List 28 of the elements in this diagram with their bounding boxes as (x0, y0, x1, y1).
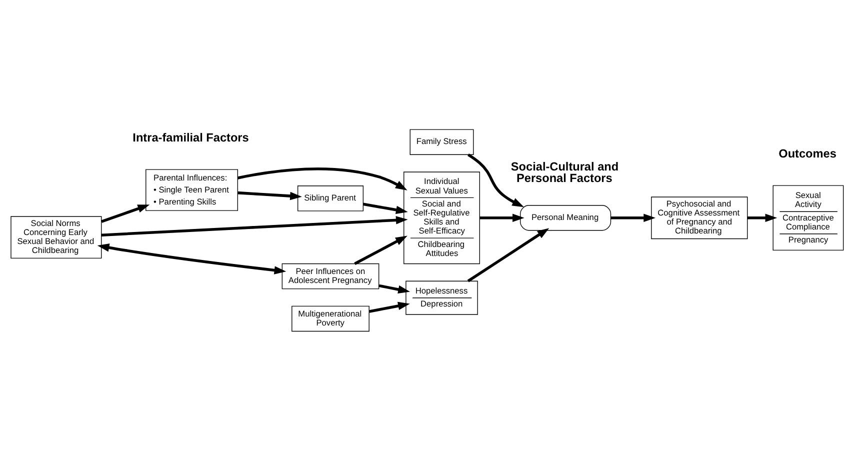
label: Intra-familial Factors (132, 130, 249, 144)
arrow (237, 166, 408, 190)
label: Outcomes (778, 146, 836, 160)
node-box: Parental Influences: • Single Teen Parent • Parenting Skills (146, 168, 238, 210)
node-box: Social Norms Concerning Early Sexual Behavior and Childbearing (10, 216, 102, 258)
arrow (378, 284, 410, 294)
arrow (748, 213, 778, 222)
arrow (369, 301, 410, 312)
node-box: Personal Meaning (520, 204, 612, 230)
node-box: Family Stress (410, 128, 474, 154)
arrow (97, 243, 286, 274)
node-box: Sexual Activity Contraceptive Compliance Pregnancy (772, 184, 844, 250)
arrow (610, 213, 656, 222)
arrow (354, 235, 408, 264)
arrow (101, 204, 150, 222)
arrow (467, 152, 524, 207)
arrow (101, 216, 408, 236)
arrow (467, 228, 550, 282)
node-box: Multigenerational Poverty (292, 305, 370, 332)
node-box: Individual Sexual Values Social and Self-Regulative Skills and Self-Efficacy Childbearing Attitudes (404, 171, 480, 264)
node-box: Hopelessness Depression (406, 280, 478, 314)
node-box: Sibling Parent (297, 185, 364, 211)
label: Social-Cultural and Personal Factors (510, 158, 619, 185)
node-box: Peer Influences on Adolescent Pregnancy (282, 262, 380, 289)
arrow (480, 213, 524, 222)
node-box: Psychosocial and Cognitive Assessment of Pregnancy and Childbearing (651, 196, 748, 239)
arrow (238, 190, 302, 200)
arrow (363, 202, 408, 214)
